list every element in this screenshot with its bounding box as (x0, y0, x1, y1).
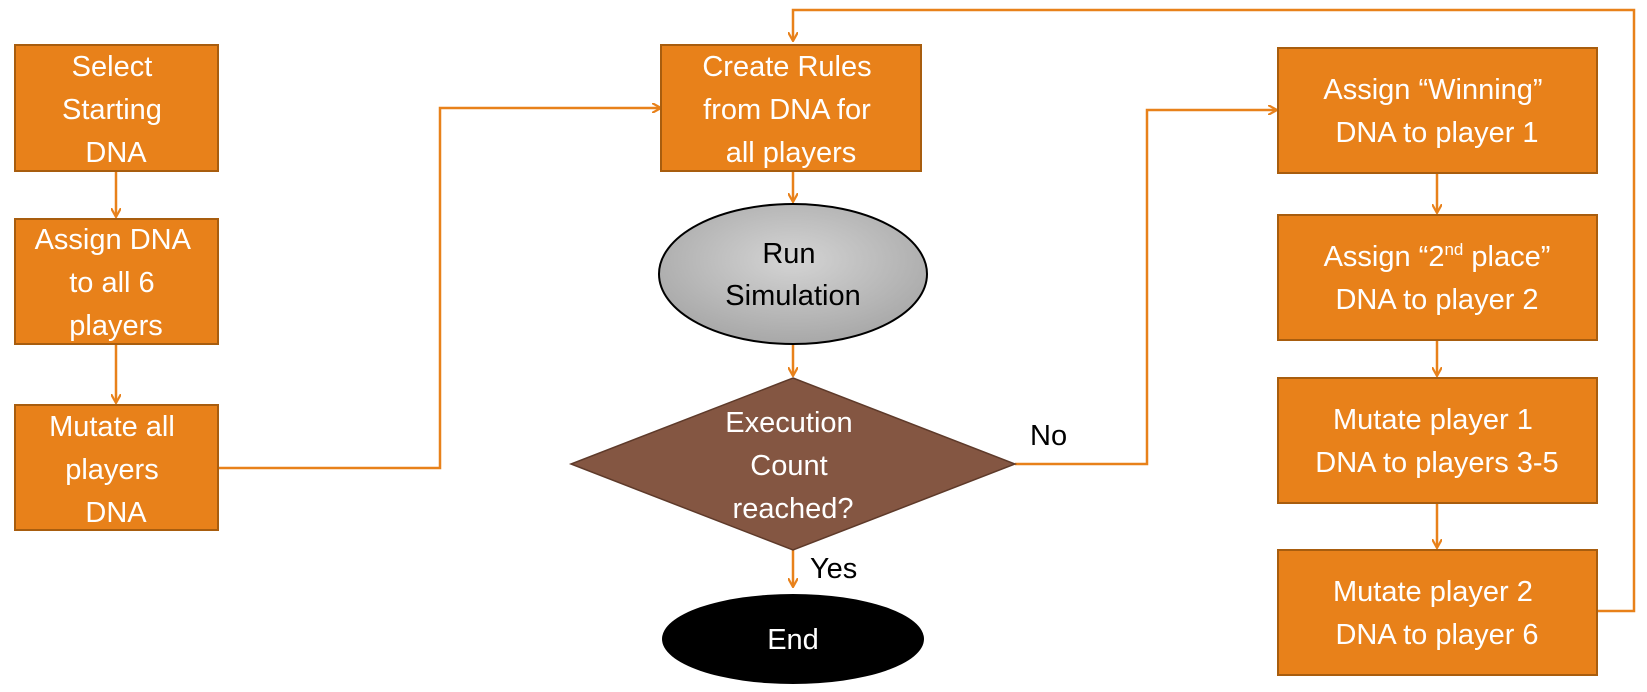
node-label-superscript: nd (1444, 240, 1463, 259)
node-mutate-player-2: Mutate player 2 DNA to player 6 (1277, 549, 1598, 676)
svg-text:Select Starting DN: Select Starting DNA (62, 51, 170, 169)
svg-text:Create Rules from DNA fo: Create Rules from DNA for all players (702, 51, 879, 169)
node-label-line: DNA to players 3-5 (1315, 447, 1558, 479)
node-create-rules: Create Rules from DNA for all players (660, 44, 922, 172)
edge-label-no: No (1030, 420, 1067, 452)
node-label-line: Starting (62, 94, 162, 126)
svg-text:Assign “2nd place”: Assign “2nd place” (1324, 240, 1551, 273)
svg-text:End: End (767, 624, 819, 656)
edge-mutate-to-create-rules (218, 108, 660, 470)
svg-text:Mutate player 1 DNA to p: Mutate player 1 DNA to players 3-5 (1315, 404, 1558, 479)
edge-decision-no (1015, 110, 1276, 466)
node-label-part: Assign “2 (1324, 241, 1445, 273)
node-assign-second-place-dna: Assign “2nd place” DNA to player 2 (1277, 214, 1598, 341)
node-select-starting-dna: Select Starting DNA (14, 44, 219, 172)
node-execution-count-decision: Execution Count reached? (568, 377, 1018, 551)
node-label-line: Create Rules (702, 51, 871, 83)
svg-text:Run Simulation: Run Simulation (725, 238, 860, 312)
node-label-line: DNA to player 6 (1335, 619, 1538, 651)
node-label-line: Mutate player 1 (1333, 404, 1533, 436)
svg-text:Mutate player 2 DNA to p: Mutate player 2 DNA to player 6 (1333, 576, 1541, 651)
node-mutate-all-players-dna: Mutate all players DNA (14, 404, 219, 531)
node-label-line: DNA (85, 137, 147, 169)
node-label-line: reached? (733, 493, 854, 525)
node-end: End (662, 594, 924, 684)
node-run-simulation: Run Simulation (658, 203, 928, 345)
node-label-line: DNA (85, 497, 147, 529)
node-label-line: Mutate player 2 (1333, 576, 1533, 608)
node-label-line: all players (726, 137, 857, 169)
node-label-line: DNA to player 2 (1335, 284, 1538, 316)
node-label-line: Simulation (725, 280, 860, 312)
node-label-line: players (65, 454, 159, 486)
node-label-line: Assign “Winning” (1323, 74, 1542, 106)
node-label-line: Select (72, 51, 153, 83)
node-label-line: Assign DNA (35, 224, 192, 256)
node-label-line: Count (750, 450, 827, 482)
node-label-line: DNA to player 1 (1335, 117, 1538, 149)
svg-text:Assign DNA to all 6: Assign DNA to all 6 players (35, 224, 198, 342)
node-label-line: to all 6 (69, 267, 154, 299)
node-label-line: players (69, 310, 163, 342)
svg-text:Execution Count re: Execution Count reached? (725, 407, 860, 525)
edge-label-yes: Yes (810, 553, 857, 585)
node-label-line: Mutate all (49, 411, 175, 443)
node-label-line: from DNA for (703, 94, 871, 126)
node-label-line: End (767, 624, 819, 656)
node-mutate-player-1: Mutate player 1 DNA to players 3-5 (1277, 377, 1598, 504)
svg-text:Mutate all players: Mutate all players DNA (49, 411, 183, 529)
node-label-line: Run (762, 238, 815, 270)
node-label-line: Execution (725, 407, 852, 439)
svg-text:Assign “Winning” DNA to: Assign “Winning” DNA to player 1 (1323, 74, 1550, 149)
edge-loop-back-to-create-rules (793, 8, 1636, 613)
node-assign-dna-all-players: Assign DNA to all 6 players (14, 218, 219, 345)
svg-text:DNA to player 2: DNA to player 2 (1335, 284, 1538, 316)
node-assign-winning-dna: Assign “Winning” DNA to player 1 (1277, 47, 1598, 174)
node-label-part: place” (1463, 241, 1550, 273)
